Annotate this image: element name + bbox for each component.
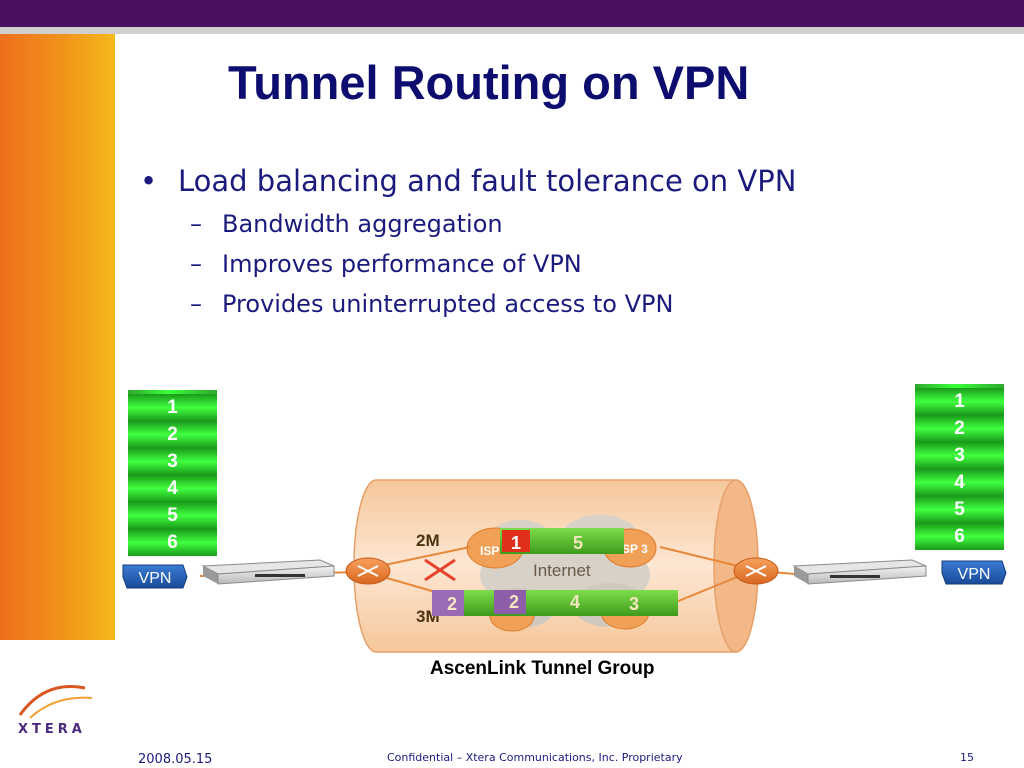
slide-title: Tunnel Routing on VPN [228, 56, 750, 109]
bullet-dot: • [140, 164, 158, 198]
logo-wordmark: XTERA [18, 722, 86, 737]
isp-left-label: ISP [480, 544, 499, 558]
stack-cell: 2 [128, 421, 217, 448]
stack-cell: 5 [915, 496, 1004, 523]
right-packet-stack: 1 2 3 4 5 6 [915, 384, 1004, 550]
page-number: 15 [960, 751, 974, 764]
link-failure-cross [424, 558, 456, 582]
upper-packet-bar: 1 5 [500, 528, 624, 554]
vpn-badge-right: VPN [941, 560, 1007, 585]
right-router [733, 557, 779, 585]
stack-cell: 3 [915, 442, 1004, 469]
footer-confidential: Confidential – Xtera Communications, Inc… [387, 751, 683, 764]
footer-date: 2008.05.15 [138, 752, 213, 767]
packet-label: 2 [509, 592, 519, 612]
tunnel-group-label: AscenLink Tunnel Group [430, 658, 655, 679]
packet-label: 5 [573, 533, 583, 553]
dash-marker: – [190, 210, 202, 238]
bullet-list: • Load balancing and fault tolerance on V… [140, 164, 796, 318]
sub-bullet-text: Improves performance of VPN [222, 250, 582, 278]
packet-label: 2 [447, 594, 457, 614]
left-router [345, 557, 391, 585]
sub-bullet-text: Bandwidth aggregation [222, 210, 503, 238]
dash-marker: – [190, 290, 202, 318]
top-divider [0, 27, 1024, 34]
packet-label: 1 [511, 533, 521, 553]
sub-bullet-text: Provides uninterrupted access to VPN [222, 290, 674, 318]
stack-cell: 1 [128, 394, 217, 421]
packet-label: 4 [570, 592, 580, 612]
vpn-right-label: VPN [958, 566, 991, 583]
vpn-badge-left: VPN [122, 564, 188, 589]
stack-cell: 2 [915, 415, 1004, 442]
dash-marker: – [190, 250, 202, 278]
bullet-main-text: Load balancing and fault tolerance on VP… [178, 164, 797, 198]
stack-cell: 6 [128, 529, 217, 556]
sub-bullet: –Provides uninterrupted access to VPN [190, 290, 796, 318]
stack-cell: 6 [915, 523, 1004, 550]
bandwidth-2m-label: 2M [416, 531, 440, 550]
lower-packet-bar: 2 2 4 3 [432, 590, 678, 616]
bullet-main: • Load balancing and fault tolerance on V… [140, 164, 796, 198]
sub-bullet: –Improves performance of VPN [190, 250, 796, 278]
stack-cell: 4 [128, 475, 217, 502]
left-device [201, 559, 335, 585]
vpn-left-label: VPN [139, 570, 172, 587]
stack-cell: 4 [915, 469, 1004, 496]
stack-cell: 1 [915, 388, 1004, 415]
right-device [792, 559, 927, 585]
internet-label: Internet [533, 561, 591, 580]
sub-bullet: –Bandwidth aggregation [190, 210, 796, 238]
top-bar [0, 0, 1024, 27]
stack-cell: 5 [128, 502, 217, 529]
packet-label: 3 [629, 594, 639, 614]
left-packet-stack: 1 2 3 4 5 6 [128, 390, 217, 556]
isp-right-label: SP 3 [622, 542, 648, 556]
stack-cell: 3 [128, 448, 217, 475]
